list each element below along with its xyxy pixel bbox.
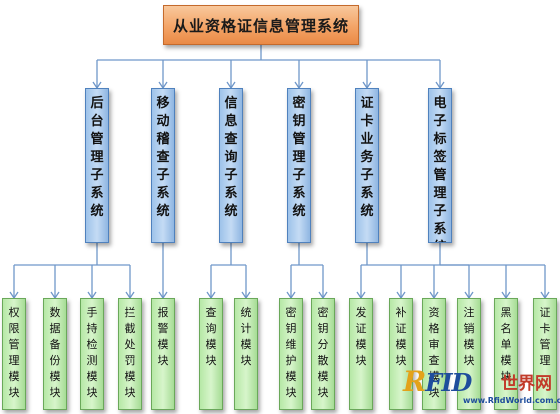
module-node: 报警模块 — [151, 298, 175, 410]
watermark-url: www.RfidWorld.com.cn — [463, 396, 560, 405]
module-label: 权限管理模块 — [8, 306, 20, 399]
module-label: 查询模块 — [205, 306, 217, 367]
subsystem-label: 信息查询子系统 — [224, 96, 238, 219]
module-label: 发证模块 — [355, 306, 367, 367]
root-node: 从业资格证信息管理系统 — [163, 5, 359, 45]
module-node: 拦截处罚模块 — [118, 298, 142, 410]
subsystem-node: 电子标签管理子系统 — [428, 88, 452, 243]
module-label: 数据备份模块 — [49, 306, 61, 399]
module-node: 权限管理模块 — [2, 298, 26, 410]
module-node: 注销模块 — [457, 298, 481, 410]
module-label: 报警模块 — [157, 306, 169, 367]
subsystem-node: 移动稽查子系统 — [151, 88, 175, 243]
module-label: 密钥分散模块 — [317, 306, 329, 399]
module-node: 密钥维护模块 — [279, 298, 303, 410]
module-node: 密钥分散模块 — [311, 298, 335, 410]
module-label: 手持检测模块 — [86, 306, 98, 399]
module-label: 注销模块 — [463, 306, 475, 367]
module-node: 手持检测模块 — [80, 298, 104, 410]
module-node: 补证模块 — [389, 298, 413, 410]
module-node: 黑名单模块 — [494, 298, 518, 410]
subsystem-node: 密钥管理子系统 — [287, 88, 311, 243]
module-label: 密钥维护模块 — [285, 306, 297, 399]
module-label: 统计模块 — [240, 306, 252, 367]
subsystem-node: 证卡业务子系统 — [355, 88, 379, 243]
subsystem-label: 密钥管理子系统 — [292, 96, 306, 219]
subsystem-node: 信息查询子系统 — [219, 88, 243, 243]
module-node: 查询模块 — [199, 298, 223, 410]
subsystem-label: 电子标签管理子系统 — [433, 96, 447, 242]
module-label: 证卡管理 — [539, 306, 551, 367]
root-label: 从业资格证信息管理系统 — [172, 16, 349, 35]
subsystem-label: 移动稽查子系统 — [156, 96, 170, 219]
subsystem-label: 后台管理子系统 — [90, 96, 104, 219]
subsystem-node: 后台管理子系统 — [85, 88, 109, 243]
module-label: 资格审查模块 — [428, 306, 440, 399]
module-node: 证卡管理 — [533, 298, 557, 410]
module-label: 黑名单模块 — [500, 306, 512, 383]
module-node: 发证模块 — [349, 298, 373, 410]
module-node: 资格审查模块 — [422, 298, 446, 410]
rfid-logo: RFID — [403, 365, 472, 398]
watermark-brand: 世界网 — [501, 374, 552, 394]
module-node: 数据备份模块 — [43, 298, 67, 410]
module-label: 补证模块 — [395, 306, 407, 367]
module-label: 拦截处罚模块 — [124, 306, 136, 399]
module-node: 统计模块 — [234, 298, 258, 410]
subsystem-label: 证卡业务子系统 — [360, 96, 374, 219]
rfidworld-watermark: RFID 世界网 www.RfidWorld.com.cn — [403, 363, 560, 409]
